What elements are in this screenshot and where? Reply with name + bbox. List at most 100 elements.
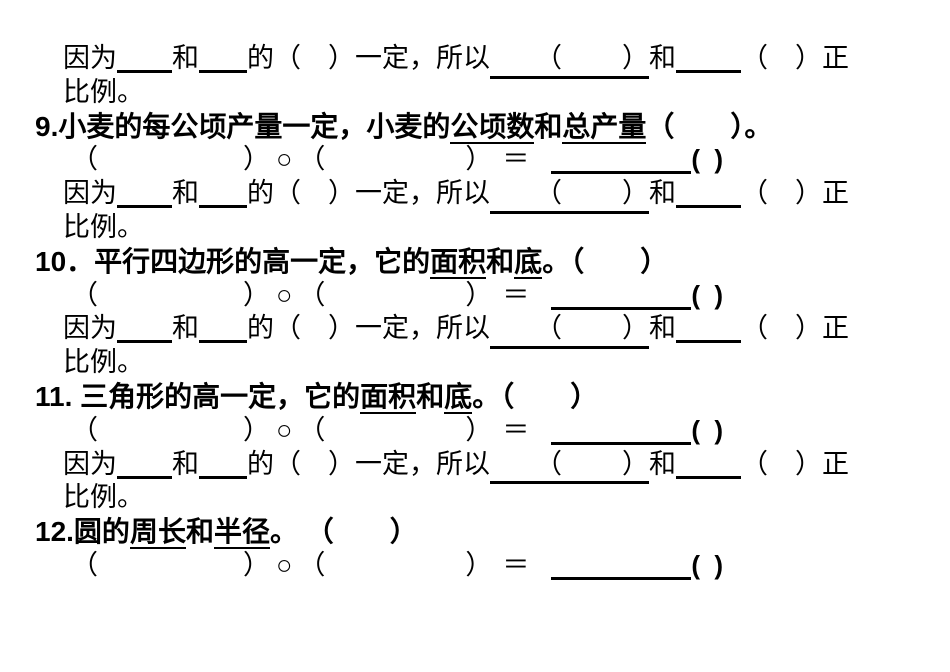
underlined-term: 公顷数 bbox=[450, 110, 535, 144]
spacer bbox=[529, 303, 551, 304]
text-segment: 。（ ） bbox=[472, 380, 599, 412]
fill-reason-line-q8: 因为和的（ ）一定，所以（）和（ ）正 bbox=[0, 42, 950, 79]
ratio-conclusion-q10: 比例。 bbox=[0, 346, 950, 380]
text-segment: （ bbox=[298, 279, 326, 310]
text-segment: （ bbox=[298, 549, 326, 580]
text-segment: 比例。 bbox=[63, 211, 144, 242]
underlined-term: 底 bbox=[514, 245, 543, 279]
blank-underline bbox=[551, 280, 692, 310]
text-segment: ＝ bbox=[502, 549, 530, 580]
text-segment: ○ bbox=[276, 144, 293, 175]
text-segment: 的（ ）一定，所以 bbox=[247, 448, 490, 479]
answer-paren: ( ) bbox=[691, 549, 724, 580]
spacer bbox=[492, 438, 502, 439]
blank-underline bbox=[117, 178, 172, 209]
text-segment: 和 bbox=[185, 516, 214, 548]
blank-underline bbox=[551, 415, 692, 445]
text-segment: 和 bbox=[172, 448, 199, 479]
blank-underline bbox=[676, 449, 741, 479]
blank-underline bbox=[117, 43, 172, 73]
spacer bbox=[98, 438, 243, 439]
blank-underline bbox=[117, 313, 172, 344]
text-segment: 。 （ ） bbox=[269, 516, 418, 548]
text-segment: ） bbox=[465, 144, 493, 175]
text-segment: ○ bbox=[276, 414, 293, 445]
equation-line-q12: （）○（）＝( ) bbox=[0, 549, 950, 583]
text-segment: 因为 bbox=[63, 313, 117, 344]
blank-underline bbox=[551, 550, 692, 580]
text-segment: 和 bbox=[416, 380, 445, 412]
blank-underline bbox=[676, 43, 741, 73]
text-segment: 的（ ）一定，所以 bbox=[247, 43, 490, 73]
spacer bbox=[490, 336, 535, 337]
text-segment: （ bbox=[71, 549, 98, 580]
text-segment: （ ）正 bbox=[741, 43, 849, 73]
equation-line-q11: （）○（）＝( ) bbox=[0, 414, 950, 448]
spacer bbox=[562, 201, 622, 202]
text-segment: 的（ ）一定，所以 bbox=[247, 178, 490, 209]
text-segment: 和 bbox=[649, 313, 676, 344]
text-segment: ） bbox=[243, 549, 270, 580]
underlined-term: 半径 bbox=[213, 516, 270, 550]
spacer bbox=[492, 573, 502, 574]
text-segment: ） bbox=[465, 549, 493, 580]
text-segment: ） bbox=[622, 43, 649, 73]
blank-underline bbox=[199, 178, 247, 209]
fill-reason-line-q10: 因为和的（ ）一定，所以（）和（ ）正 bbox=[0, 312, 950, 350]
text-segment: 比例。 bbox=[63, 76, 144, 107]
underlined-term: 面积 bbox=[430, 245, 487, 279]
text-segment: 和 bbox=[649, 448, 676, 479]
text-segment: 和 bbox=[649, 43, 676, 73]
text-segment: ） bbox=[465, 279, 493, 310]
text-segment: 10．平行四边形的高一定，它的 bbox=[35, 245, 431, 277]
text-segment: ＝ bbox=[502, 414, 530, 445]
spacer bbox=[325, 438, 465, 439]
spacer bbox=[490, 201, 535, 202]
text-segment: ） bbox=[243, 279, 270, 310]
blank-underline bbox=[551, 144, 692, 175]
text-segment: ） bbox=[622, 178, 649, 209]
text-segment: （ bbox=[71, 279, 98, 310]
spacer bbox=[490, 472, 535, 473]
spacer bbox=[492, 167, 502, 168]
ratio-conclusion-q9: 比例。 bbox=[0, 211, 950, 245]
spacer bbox=[492, 303, 502, 304]
fill-reason-line-q11: 因为和的（ ）一定，所以（）和（ ）正 bbox=[0, 448, 950, 485]
text-segment: 。（ ） bbox=[542, 245, 669, 277]
underlined-term: 周长 bbox=[129, 516, 186, 550]
spacer bbox=[325, 303, 465, 304]
text-segment: （ bbox=[535, 313, 562, 344]
question-10: 10．平行四边形的高一定，它的面积和底。（ ） bbox=[0, 245, 950, 279]
underlined-term: 底 bbox=[444, 380, 473, 414]
blank-underline bbox=[676, 313, 741, 344]
text-segment: （ ）。 bbox=[646, 110, 773, 142]
text-segment: 的（ ）一定，所以 bbox=[247, 313, 490, 344]
spacer bbox=[529, 573, 551, 574]
spacer bbox=[325, 573, 465, 574]
spacer bbox=[562, 472, 622, 473]
underline-group: （） bbox=[490, 448, 649, 485]
text-segment: （ ）正 bbox=[741, 313, 849, 344]
text-segment: 和 bbox=[172, 313, 199, 344]
fill-reason-line-q9: 因为和的（ ）一定，所以（）和（ ）正 bbox=[0, 177, 950, 214]
text-segment: ＝ bbox=[502, 144, 530, 175]
text-segment: ） bbox=[243, 144, 270, 175]
text-segment: ） bbox=[465, 414, 493, 445]
ratio-conclusion-q11: 比例。 bbox=[0, 481, 950, 515]
text-segment: ） bbox=[622, 313, 649, 344]
underline-group: （） bbox=[490, 312, 649, 350]
spacer bbox=[562, 66, 622, 67]
answer-paren: ( ) bbox=[691, 144, 724, 175]
text-segment: （ bbox=[298, 414, 326, 445]
blank-underline bbox=[199, 43, 247, 73]
ratio-conclusion-q8: 比例。 bbox=[0, 76, 950, 110]
text-segment: （ ）正 bbox=[741, 448, 849, 479]
underline-group: （） bbox=[490, 177, 649, 214]
text-segment: （ bbox=[71, 414, 98, 445]
text-segment: 和 bbox=[486, 245, 515, 277]
text-segment: 9.小麦的每公顷产量一定，小麦的 bbox=[35, 110, 451, 142]
blank-underline bbox=[199, 449, 247, 479]
underline-group: （） bbox=[490, 42, 649, 79]
text-segment: （ bbox=[535, 178, 562, 209]
spacer bbox=[490, 66, 535, 67]
